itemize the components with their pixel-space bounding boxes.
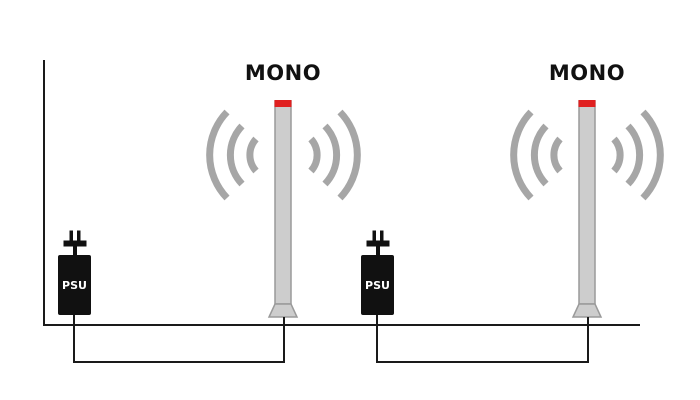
mono-label-1: MONO: [245, 61, 321, 85]
ground-lines: [43, 60, 640, 326]
psu-box-2: [361, 255, 394, 315]
wireless-signal-icon: [206, 109, 361, 201]
mono-unit-2: MONO PSU: [361, 61, 664, 363]
mono-pole-2: [571, 100, 603, 318]
psu-1: PSU: [58, 230, 91, 315]
mono-label-2: MONO: [549, 61, 625, 85]
psu-2: PSU: [361, 230, 394, 315]
plug-icon: [366, 230, 390, 257]
plug-icon: [63, 230, 87, 257]
cable-2: [376, 315, 589, 363]
psu-label-2: PSU: [365, 279, 390, 292]
pole-cap-1: [274, 100, 292, 107]
pole-cap-2: [578, 100, 596, 107]
psu-box-1: [58, 255, 91, 315]
mono-unit-1: MONO PSU: [58, 61, 361, 363]
wireless-signal-icon: [510, 109, 664, 201]
psu-label-1: PSU: [62, 279, 87, 292]
mono-pole-1: [267, 100, 299, 318]
cable-1: [73, 315, 285, 363]
